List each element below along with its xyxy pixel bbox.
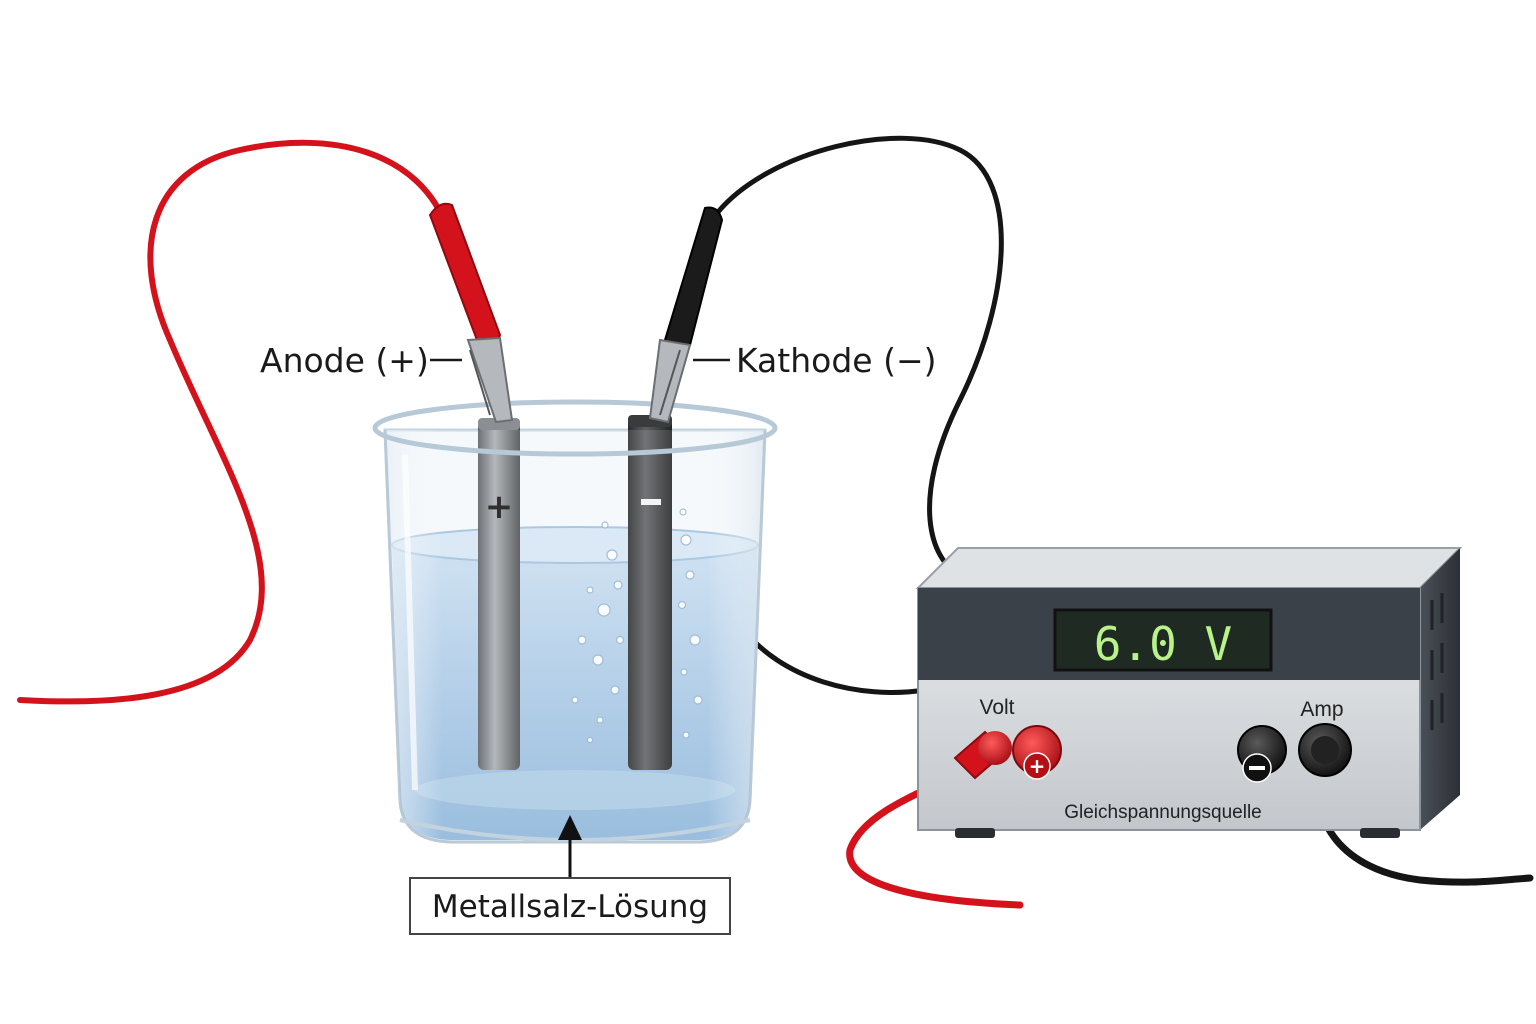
- positive-terminal-sign: +: [1029, 754, 1046, 778]
- solution-label-arrow: [558, 815, 582, 878]
- anode-label: Anode (+): [260, 341, 462, 380]
- amp-label: Amp: [1300, 698, 1343, 721]
- volt-terminal-group: Volt: [979, 696, 1014, 719]
- red-plug[interactable]: [953, 730, 1012, 780]
- lcd-display: 6.0 V: [1053, 608, 1273, 672]
- red-wire[interactable]: [17, 139, 451, 705]
- negative-terminal-mark: [1249, 766, 1265, 770]
- power-supply[interactable]: [915, 547, 1463, 838]
- side-vents: [1430, 593, 1444, 730]
- volt-label: Volt: [979, 696, 1014, 719]
- power-supply-name: Gleichspannungsquelle: [1064, 802, 1262, 823]
- black-alligator-clip[interactable]: [648, 206, 724, 424]
- red-wire-to-supply[interactable]: [846, 771, 1024, 909]
- positive-terminal[interactable]: +: [1012, 725, 1062, 780]
- amp-terminal-group: Amp: [1300, 698, 1343, 721]
- solution-label: Metallsalz-Lösung: [409, 877, 731, 935]
- voltage-readout: 6.0 V: [1094, 617, 1232, 671]
- cathode-label: Kathode (−): [693, 341, 936, 380]
- red-alligator-clip[interactable]: [428, 202, 514, 424]
- negative-terminal[interactable]: −: [1237, 725, 1287, 783]
- svg-text:Kathode (−): Kathode (−): [736, 341, 936, 380]
- svg-text:Metallsalz-Lösung: Metallsalz-Lösung: [432, 889, 708, 925]
- beaker-glass-front: [372, 399, 778, 844]
- black-plug[interactable]: [1298, 723, 1352, 777]
- svg-text:Anode (+): Anode (+): [260, 341, 429, 380]
